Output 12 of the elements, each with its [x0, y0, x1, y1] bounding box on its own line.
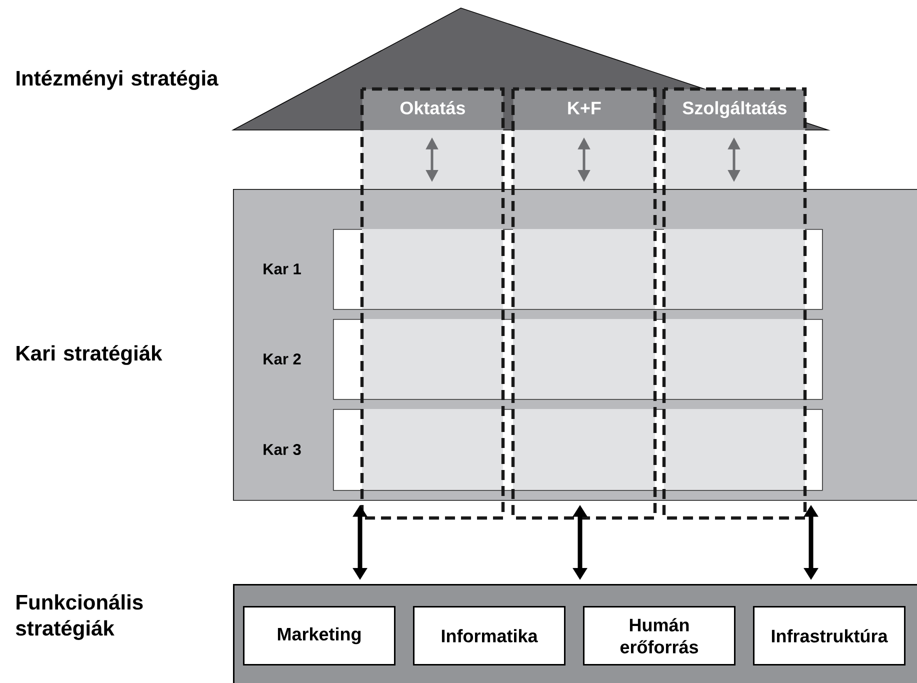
row-label: Kar 2 [264, 354, 301, 364]
function-box: Informatika [413, 606, 566, 666]
side-label: Funkcionális stratégiák [16, 594, 143, 640]
column-header: K+F [513, 89, 656, 130]
row-label: Kar 3 [264, 444, 301, 455]
row-label: Kar 1 [264, 264, 301, 274]
column-header: Oktatás [362, 89, 504, 130]
side-label: Intézményi stratégia [16, 70, 218, 90]
side-label: Kari stratégiák [16, 345, 162, 365]
function-box: Infrastruktúra [753, 606, 906, 666]
function-box: Marketing [243, 606, 396, 666]
function-box: Humán erőforrás [583, 606, 736, 666]
